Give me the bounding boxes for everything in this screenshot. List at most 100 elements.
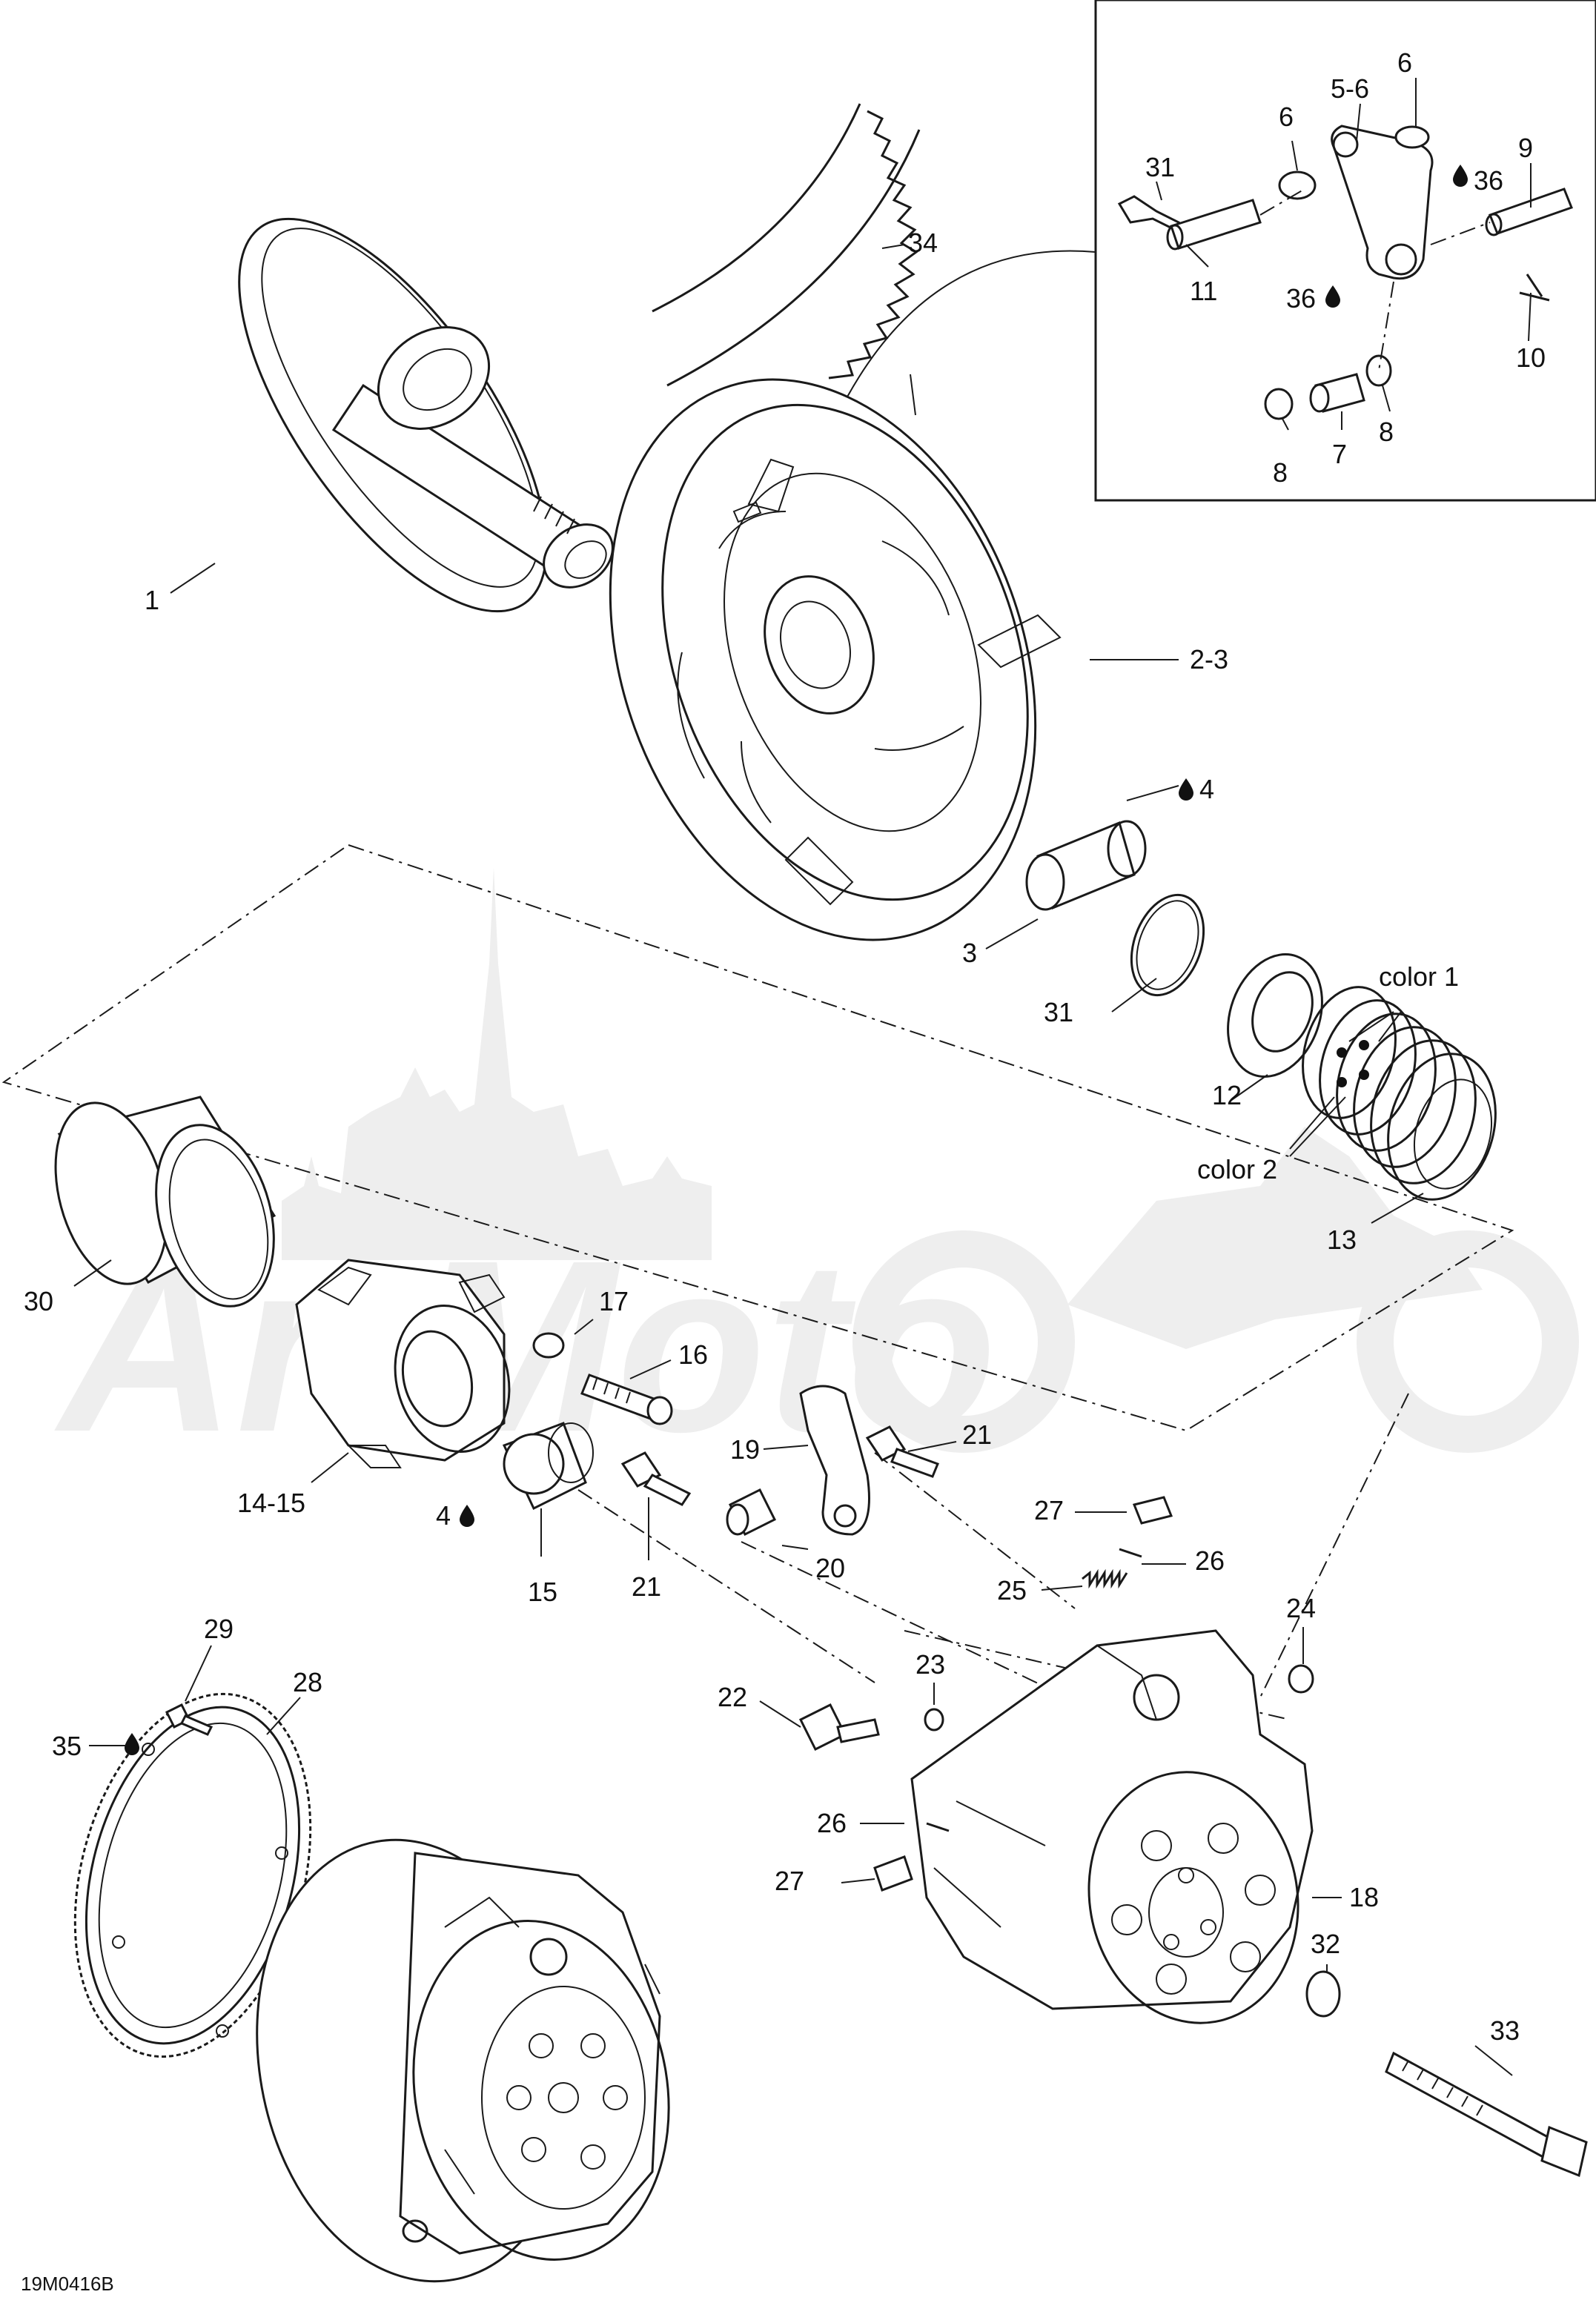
washer-8-left bbox=[1264, 388, 1294, 420]
washer-17 bbox=[532, 1332, 565, 1359]
label-part-3: 3 bbox=[962, 938, 977, 968]
label-part-31-inset: 31 bbox=[1145, 152, 1175, 182]
label-part-8-right: 8 bbox=[1379, 417, 1394, 447]
label-part-34: 34 bbox=[908, 228, 938, 258]
label-part-20: 20 bbox=[815, 1553, 845, 1583]
svg-text:35: 35 bbox=[52, 1731, 82, 1761]
bushing-30 bbox=[54, 1096, 277, 1308]
label-part-24: 24 bbox=[1286, 1593, 1316, 1623]
label-part-35: 35 bbox=[52, 1731, 139, 1761]
governor-cup-18 bbox=[910, 1629, 1314, 2024]
label-part-36-right: 36 bbox=[1453, 165, 1503, 196]
label-part-33: 33 bbox=[1490, 2015, 1520, 2046]
pin-11 bbox=[1170, 199, 1262, 250]
bolt-22 bbox=[798, 1703, 880, 1752]
label-color-1: color 1 bbox=[1379, 961, 1459, 992]
label-part-4-bottom: 4 bbox=[436, 1500, 474, 1531]
nut-24 bbox=[1288, 1664, 1314, 1694]
label-part-18: 18 bbox=[1349, 1882, 1379, 1912]
label-part-30: 30 bbox=[24, 1286, 53, 1316]
washer-23 bbox=[924, 1708, 944, 1732]
label-part-31: 31 bbox=[1044, 997, 1073, 1027]
label-part-13: 13 bbox=[1327, 1225, 1357, 1255]
label-part-26-bottom: 26 bbox=[817, 1808, 847, 1838]
arm-assembly-inset bbox=[1094, 0, 1596, 502]
label-part-6-left: 6 bbox=[1279, 102, 1294, 132]
oil-drop-icon bbox=[460, 1505, 474, 1527]
axle-pin-9 bbox=[1489, 188, 1573, 235]
label-part-25: 25 bbox=[997, 1575, 1027, 1606]
svg-text:4: 4 bbox=[1199, 774, 1214, 804]
watermark-skyline bbox=[282, 867, 712, 1260]
label-part-6-top: 6 bbox=[1397, 47, 1412, 78]
assembled-drive-pulley bbox=[256, 1838, 670, 2283]
spider-14-15 bbox=[295, 1259, 511, 1468]
oil-drop-icon bbox=[125, 1733, 139, 1755]
svg-text:36: 36 bbox=[1474, 165, 1503, 196]
bushing-15 bbox=[502, 1422, 594, 1511]
bushing-3 bbox=[1025, 820, 1147, 911]
watermark-bike-body bbox=[1067, 1127, 1483, 1349]
part-labels: 1 2-3 3 4 4 5-6 6 6 7 8 8 9 10 11 12 13 … bbox=[21, 47, 1546, 2295]
oil-drop-icon bbox=[1325, 285, 1340, 308]
label-part-27-bottom: 27 bbox=[775, 1866, 804, 1896]
label-part-16: 16 bbox=[678, 1339, 708, 1370]
assembly-boundary bbox=[1, 844, 1514, 1432]
label-part-23: 23 bbox=[915, 1649, 945, 1680]
shim-26-bottom bbox=[926, 1822, 950, 1832]
arm-lever bbox=[1331, 125, 1434, 280]
roller-20 bbox=[726, 1488, 777, 1537]
screw-21-left bbox=[620, 1451, 692, 1506]
label-part-4-top: 4 bbox=[1179, 774, 1214, 804]
screw-29 bbox=[165, 1703, 213, 1736]
washer-8-right bbox=[1365, 354, 1392, 387]
drive-belt-34 bbox=[652, 103, 921, 387]
oil-drop-icon bbox=[1453, 165, 1468, 187]
cotter-pin-10 bbox=[1519, 274, 1550, 302]
diagram-code: 19M0416B bbox=[21, 2273, 114, 2295]
label-color-2: color 2 bbox=[1197, 1154, 1277, 1184]
bushing-6-left bbox=[1278, 170, 1317, 200]
label-part-26-top: 26 bbox=[1195, 1545, 1225, 1576]
bolt-16 bbox=[580, 1373, 673, 1425]
spring-25 bbox=[1082, 1568, 1128, 1589]
label-part-5-6: 5-6 bbox=[1331, 73, 1369, 104]
leader-lines bbox=[73, 78, 1532, 2076]
shim-26-top bbox=[1119, 1548, 1142, 1558]
label-part-29: 29 bbox=[204, 1614, 234, 1644]
plunger-27-top bbox=[1132, 1496, 1173, 1525]
label-part-21-right: 21 bbox=[962, 1419, 992, 1450]
label-part-8-left: 8 bbox=[1273, 457, 1288, 488]
label-part-19: 19 bbox=[730, 1434, 760, 1465]
label-part-22: 22 bbox=[718, 1682, 747, 1712]
label-part-32: 32 bbox=[1311, 1929, 1340, 1959]
spring-13 bbox=[1302, 986, 1497, 1201]
label-part-36-left: 36 bbox=[1286, 283, 1340, 314]
label-part-2-3: 2-3 bbox=[1190, 644, 1228, 675]
label-part-12: 12 bbox=[1212, 1080, 1242, 1110]
label-part-28: 28 bbox=[293, 1667, 322, 1697]
label-part-10: 10 bbox=[1516, 342, 1546, 373]
label-part-11: 11 bbox=[1190, 276, 1217, 306]
screw-21-right bbox=[865, 1425, 939, 1478]
bushing-6-top bbox=[1394, 125, 1430, 149]
svg-text:36: 36 bbox=[1286, 283, 1316, 314]
label-part-1: 1 bbox=[145, 585, 159, 615]
bolt-33 bbox=[1385, 2051, 1588, 2178]
label-part-9: 9 bbox=[1518, 133, 1533, 163]
label-part-21-left: 21 bbox=[632, 1571, 661, 1602]
svg-text:4: 4 bbox=[436, 1500, 451, 1531]
label-part-7: 7 bbox=[1332, 439, 1347, 469]
spring-seat-12 bbox=[1227, 953, 1323, 1078]
label-part-27-top: 27 bbox=[1034, 1495, 1064, 1525]
label-part-17: 17 bbox=[599, 1286, 629, 1316]
washer-32 bbox=[1305, 1970, 1341, 2018]
retaining-ring-31 bbox=[1130, 893, 1205, 997]
label-part-14-15: 14-15 bbox=[237, 1488, 305, 1518]
color-dot-1 bbox=[1337, 1047, 1347, 1058]
plunger-27-bottom bbox=[873, 1855, 913, 1892]
oil-drop-icon bbox=[1179, 778, 1193, 801]
fixed-sheave-1 bbox=[238, 217, 614, 613]
color-dot-2 bbox=[1337, 1077, 1347, 1087]
